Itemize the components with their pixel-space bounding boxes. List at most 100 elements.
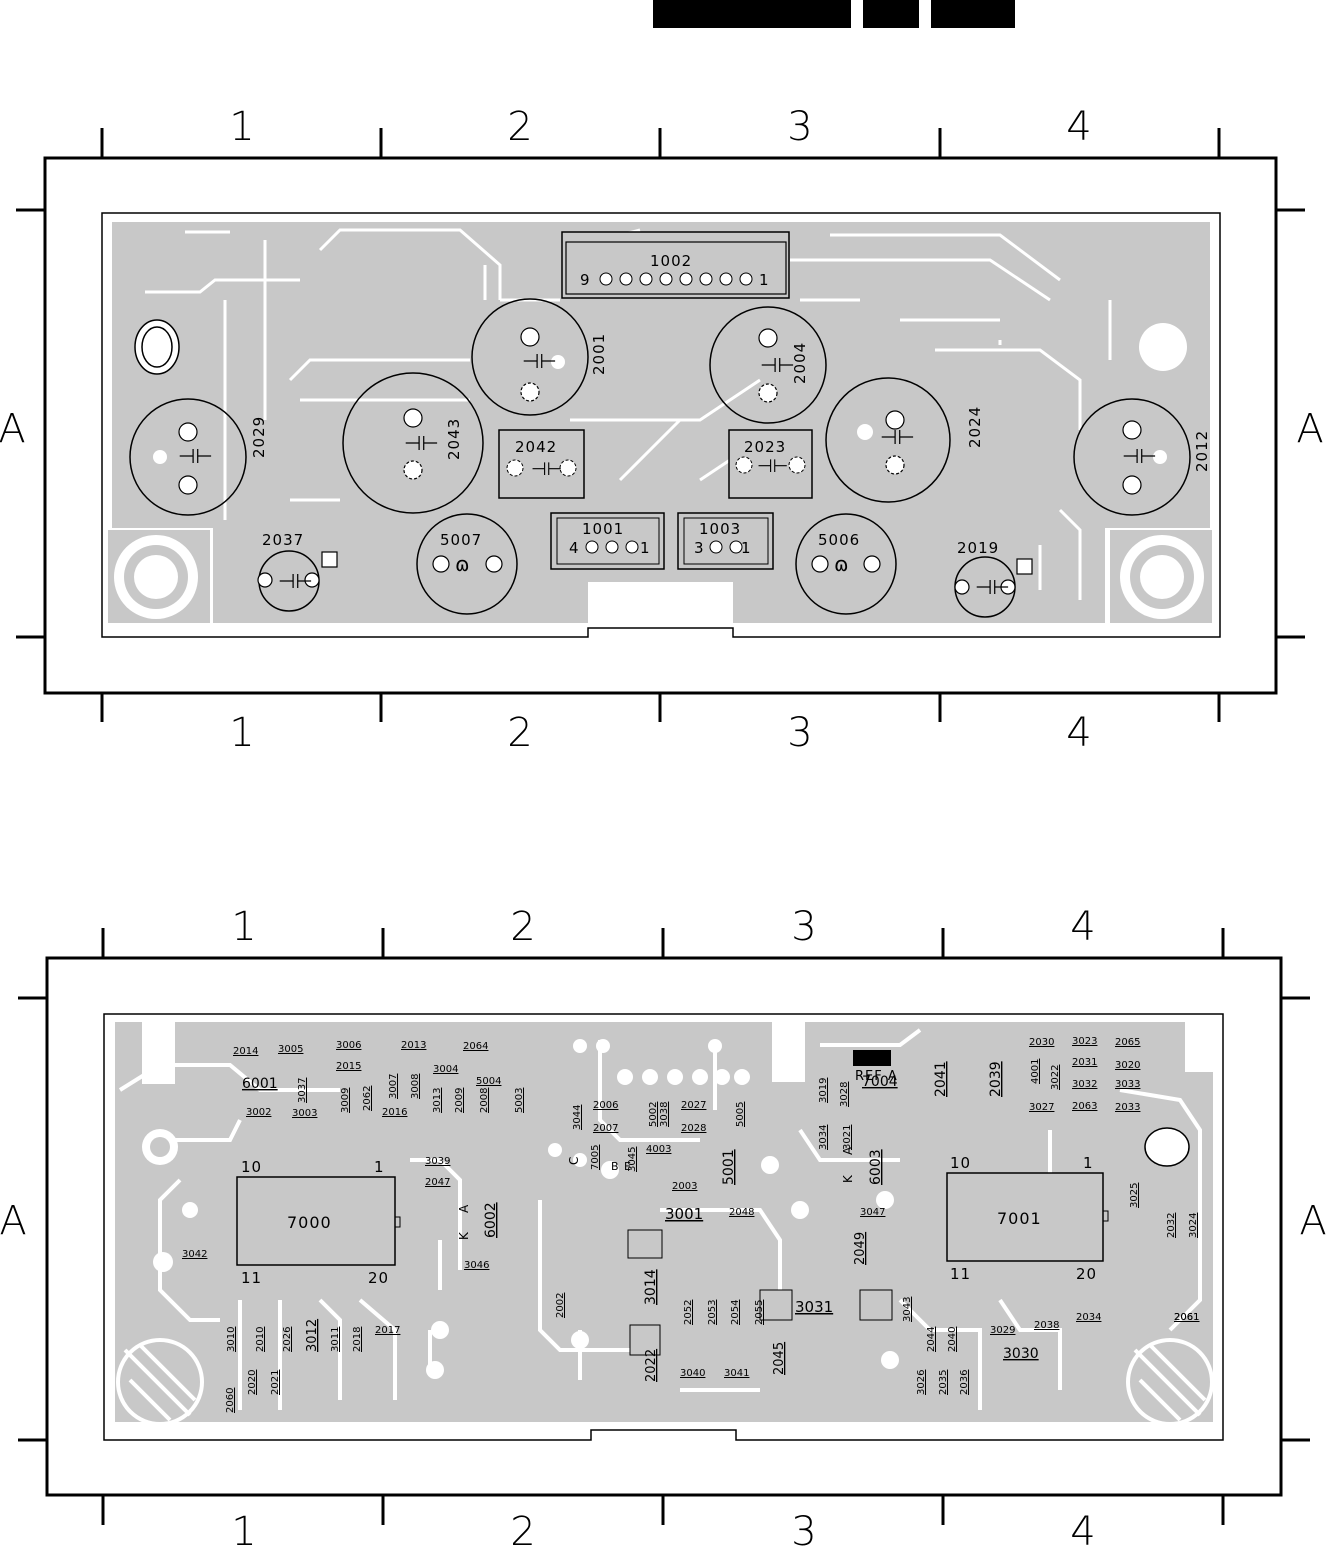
component-label-2040: 2040: [947, 1327, 958, 1352]
svg-text:⊣⊢: ⊣⊢: [531, 459, 562, 480]
svg-text:ɷ: ɷ: [455, 552, 470, 576]
label-1002: 1002: [650, 252, 692, 270]
col-label-1: 1: [229, 104, 254, 150]
component-label-2015: 2015: [336, 1061, 361, 1072]
label-2037: 2037: [262, 531, 304, 549]
component-label-3023: 3023: [1072, 1036, 1097, 1047]
component-label-3008: 3008: [410, 1074, 421, 1099]
component-label-2039: 2039: [988, 1061, 1004, 1097]
component-label-3032: 3032: [1072, 1079, 1097, 1090]
ic7001-pin20: 20: [1076, 1265, 1097, 1283]
label-5006: 5006: [818, 531, 860, 549]
component-label-4003: 4003: [646, 1144, 671, 1155]
component-label-3044: 3044: [572, 1105, 583, 1130]
component-label-3013: 3013: [432, 1088, 443, 1113]
component-label-2028: 2028: [681, 1123, 706, 1134]
component-label-2033: 2033: [1115, 1102, 1140, 1113]
component-label-2038: 2038: [1034, 1320, 1059, 1331]
bframe-outer: [45, 956, 1283, 1497]
component-label-3019: 3019: [818, 1078, 829, 1103]
svg-text:⊣⊢: ⊣⊢: [178, 444, 213, 468]
label-2029: 2029: [250, 416, 268, 458]
component-label-3006: 3006: [336, 1040, 361, 1051]
svg-text:⊣⊢: ⊣⊢: [880, 425, 915, 449]
component-label-3012: 3012: [305, 1319, 320, 1352]
bcol-label-1-bottom: 1: [231, 1509, 256, 1548]
cap-2024: [825, 377, 951, 503]
bcol-label-2: 2: [510, 904, 535, 950]
label-7000: 7000: [287, 1213, 332, 1232]
ic7000-pin20: 20: [368, 1269, 389, 1287]
component-label-2041: 2041: [933, 1061, 949, 1097]
inductor-5007: [416, 513, 518, 615]
component-label-5001: 5001: [721, 1149, 737, 1185]
component-label-2022: 2022: [644, 1349, 659, 1382]
component-label-3014: 3014: [643, 1269, 659, 1305]
component-label-2048: 2048: [729, 1207, 754, 1218]
component-label-2010: 2010: [255, 1327, 266, 1352]
col-label-3-bottom: 3: [787, 710, 812, 756]
frame-outer: [43, 156, 1278, 695]
component-label-2021: 2021: [270, 1370, 281, 1395]
component-label-3042: 3042: [182, 1249, 207, 1260]
component-label-5005: 5005: [735, 1102, 746, 1127]
component-label-2006: 2006: [593, 1100, 618, 1111]
component-label-2034: 2034: [1076, 1312, 1101, 1323]
component-label-3047: 3047: [860, 1207, 885, 1218]
traces-top: [145, 228, 1112, 600]
svg-text:⊣⊢: ⊣⊢: [522, 349, 557, 373]
label-a1: A: [457, 1204, 471, 1213]
component-label-2008: 2008: [479, 1088, 490, 1113]
pin-1-1001: 1: [640, 539, 651, 557]
component-label-3003: 3003: [292, 1108, 317, 1119]
component-label-3026: 3026: [916, 1370, 927, 1395]
component-label-2062: 2062: [362, 1086, 373, 1111]
component-label-2061: 2061: [1174, 1312, 1199, 1323]
label-2019: 2019: [957, 539, 999, 557]
component-label-3021: 3021: [842, 1125, 853, 1150]
component-label-2063: 2063: [1072, 1101, 1097, 1112]
pin-4: 4: [569, 539, 580, 557]
component-label-3030: 3030: [1003, 1346, 1039, 1362]
label-2004: 2004: [791, 342, 809, 384]
pin-1-1003: 1: [741, 539, 752, 557]
component-label-6002: 6002: [483, 1202, 499, 1238]
ic7000-pin1: 1: [374, 1158, 385, 1176]
label-bef: B E: [611, 1160, 632, 1173]
component-label-3027: 3027: [1029, 1102, 1054, 1113]
cap-2001: [471, 298, 589, 416]
label-2042: 2042: [515, 438, 557, 456]
component-label-5004: 5004: [476, 1076, 501, 1087]
component-label-2064: 2064: [463, 1041, 488, 1052]
pin-1-1002: 1: [759, 271, 770, 289]
copper-fill: [112, 222, 1210, 623]
component-label-4001: 4001: [1030, 1059, 1041, 1084]
component-label-2052: 2052: [683, 1300, 694, 1325]
col-label-4: 4: [1066, 104, 1091, 150]
bcol-label-4: 4: [1070, 904, 1095, 950]
ic7000-pin11: 11: [241, 1269, 262, 1287]
component-label-3001: 3001: [665, 1205, 703, 1223]
cap-2043: [342, 372, 484, 514]
component-label-2055: 2055: [754, 1300, 765, 1325]
component-label-2047: 2047: [425, 1177, 450, 1188]
label-5007: 5007: [440, 531, 482, 549]
component-label-3022: 3022: [1050, 1065, 1061, 1090]
component-label-2053: 2053: [707, 1300, 718, 1325]
bboard-outline: [103, 1013, 1224, 1441]
connector-1003: [677, 512, 774, 570]
pin-9: 9: [580, 271, 591, 289]
label-2024: 2024: [966, 406, 984, 448]
top-view: 1 2 3 4 1 2 3 4 A A: [0, 104, 1324, 756]
component-label-2018: 2018: [352, 1327, 363, 1352]
ic7001-pin10: 10: [950, 1154, 971, 1172]
component-label-3037: 3037: [297, 1078, 308, 1103]
grid-ticks-top: [16, 128, 1305, 722]
col-label-2: 2: [507, 104, 532, 150]
component-label-7004: 7004: [862, 1074, 898, 1090]
component-label-6003: 6003: [868, 1149, 884, 1185]
header-bar-1: [653, 0, 851, 28]
label-2023: 2023: [744, 438, 786, 456]
col-label-2-bottom: 2: [507, 710, 532, 756]
ic7000-pin10: 10: [241, 1158, 262, 1176]
